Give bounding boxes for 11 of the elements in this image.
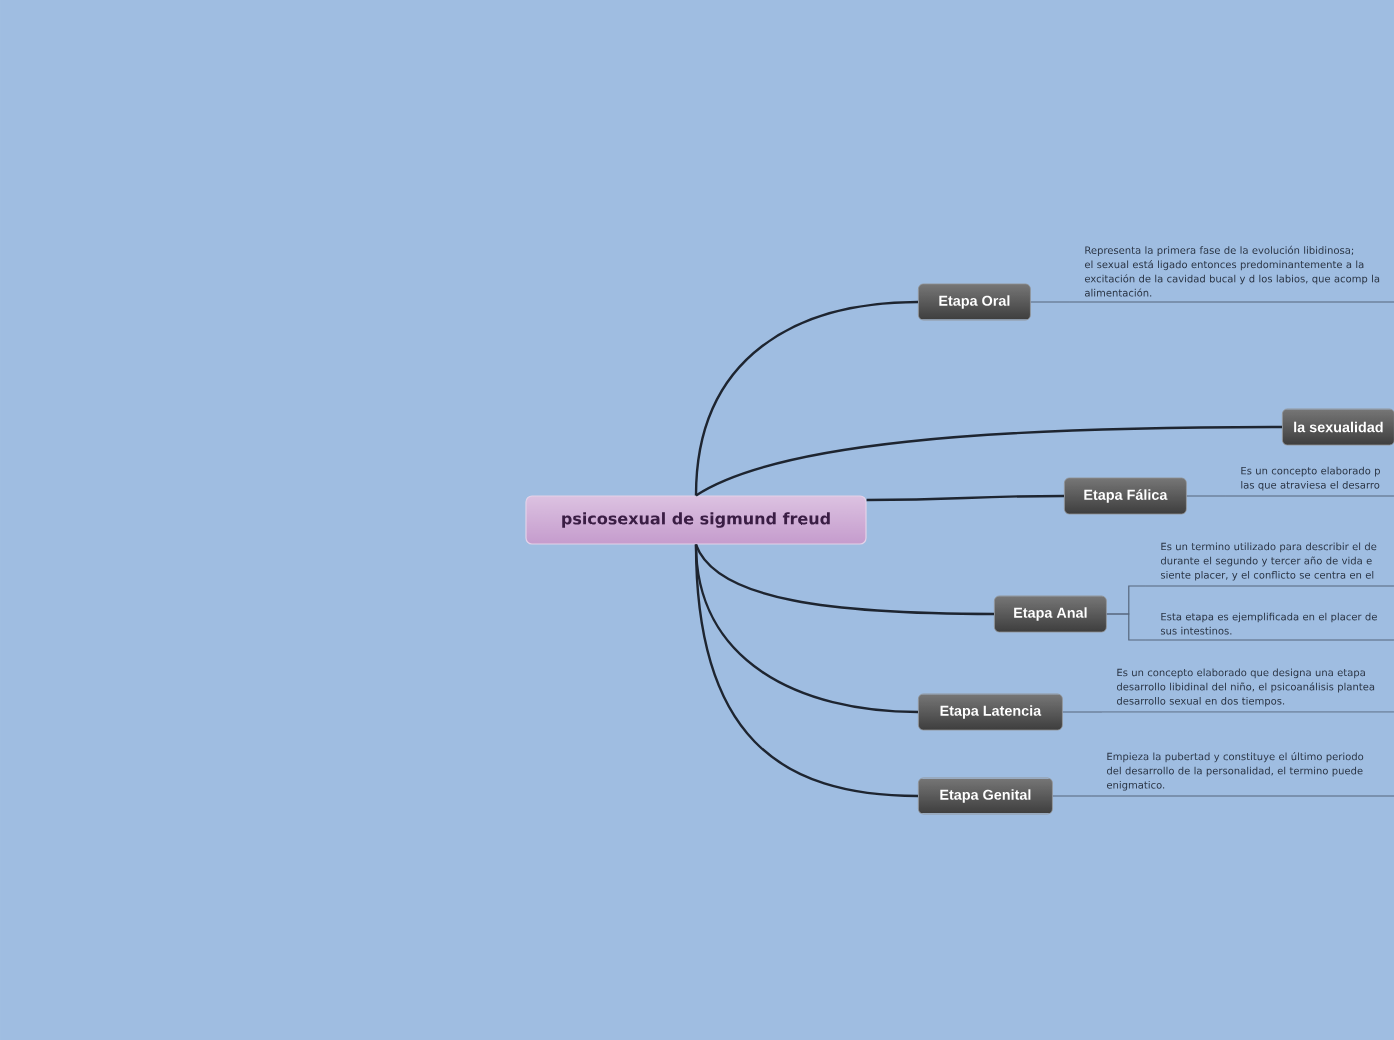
connector-line <box>694 300 919 496</box>
connector-line <box>866 494 1064 502</box>
connector-line <box>1052 795 1093 797</box>
connector-line <box>1062 711 1103 713</box>
central-topic-box: psicosexual de sigmund freud <box>525 495 867 545</box>
connector-line <box>695 425 1282 497</box>
connector-line <box>1186 495 1227 497</box>
connector-line <box>694 544 994 616</box>
connector-line <box>1106 613 1147 641</box>
connector-line <box>1030 301 1071 303</box>
connector-line <box>694 544 919 798</box>
